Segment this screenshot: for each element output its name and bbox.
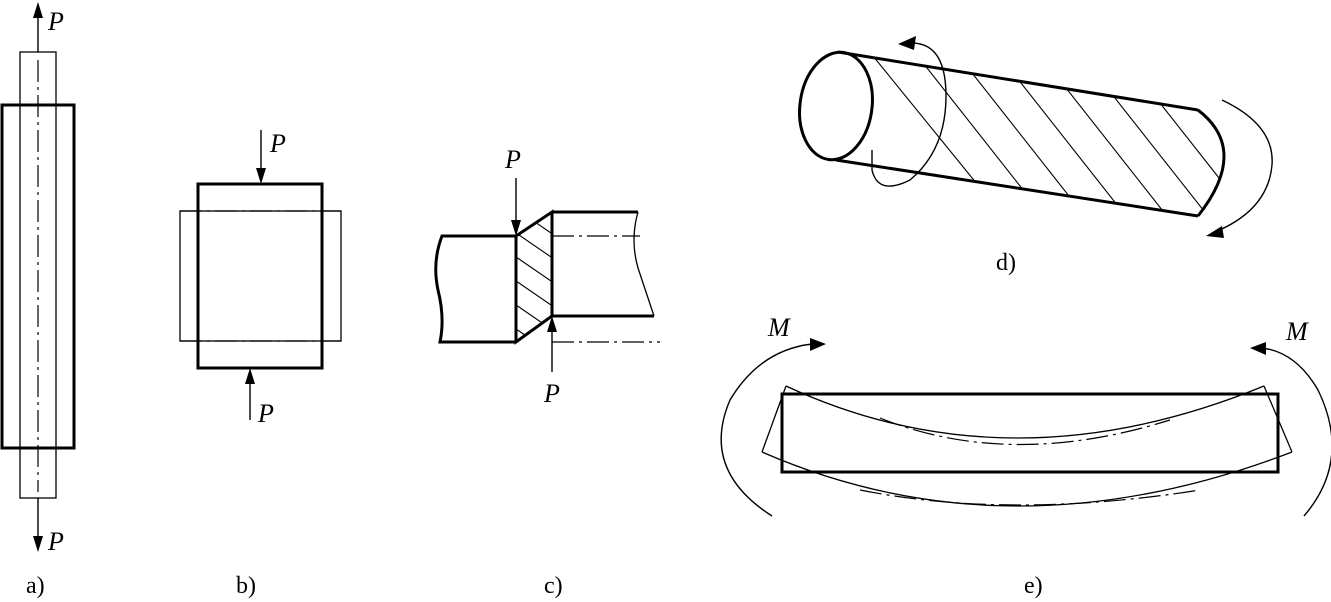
diagram-d-torsion: d) (798, 36, 1273, 276)
moment-arrow-left (720, 343, 813, 517)
shear-zone (514, 209, 554, 345)
caption-c: c) (544, 573, 563, 599)
bent-bottom-dashed (859, 489, 1201, 506)
cylinder-bottom-edge (835, 158, 1199, 218)
torque-arrow-right (1214, 99, 1273, 233)
arrow-head (547, 316, 557, 332)
left-plate (434, 234, 516, 344)
bent-top-dashed (879, 417, 1171, 446)
cylinder-face (798, 50, 874, 162)
moment-arrow-right (1261, 347, 1331, 517)
block-deformed-outline (179, 210, 342, 342)
caption-d: d) (996, 250, 1016, 276)
moment-label-left: M (767, 313, 791, 342)
force-label-top: P (504, 145, 521, 174)
force-label-bottom: P (257, 399, 274, 428)
force-label-top: P (269, 129, 286, 158)
cylinder-end (1196, 108, 1226, 217)
force-label-bottom: P (543, 379, 560, 408)
arrow-head (810, 338, 826, 351)
arrow-head (256, 168, 266, 184)
moment-label-right: M (1285, 317, 1309, 346)
torque-arrow-left (871, 42, 947, 187)
cylinder-top-edge (837, 50, 1199, 112)
beam-original (780, 392, 1280, 474)
caption-b: b) (236, 573, 256, 599)
arrow-head (1206, 226, 1224, 238)
force-label-top: P (47, 7, 64, 36)
arrow-head (511, 220, 521, 236)
arrow-head (898, 36, 916, 50)
caption-e: e) (1024, 573, 1043, 599)
arrow-head (245, 368, 255, 384)
arrow-head (1250, 342, 1266, 355)
caption-a: a) (26, 573, 45, 599)
force-label-bottom: P (47, 527, 64, 556)
arrow-head (33, 536, 43, 552)
right-plate-break (633, 211, 655, 317)
bent-top-curve (785, 385, 1265, 439)
diagram-a-tension: P P a) (0, 2, 76, 599)
diagram-b-compression: P P b) (179, 129, 342, 599)
bent-bottom-curve (761, 451, 1293, 507)
diagram-c-shear: P P c) (434, 145, 660, 599)
arrow-head (33, 2, 43, 18)
diagram-e-bending: M M e) (720, 313, 1331, 599)
torsion-hatching (859, 52, 1224, 216)
